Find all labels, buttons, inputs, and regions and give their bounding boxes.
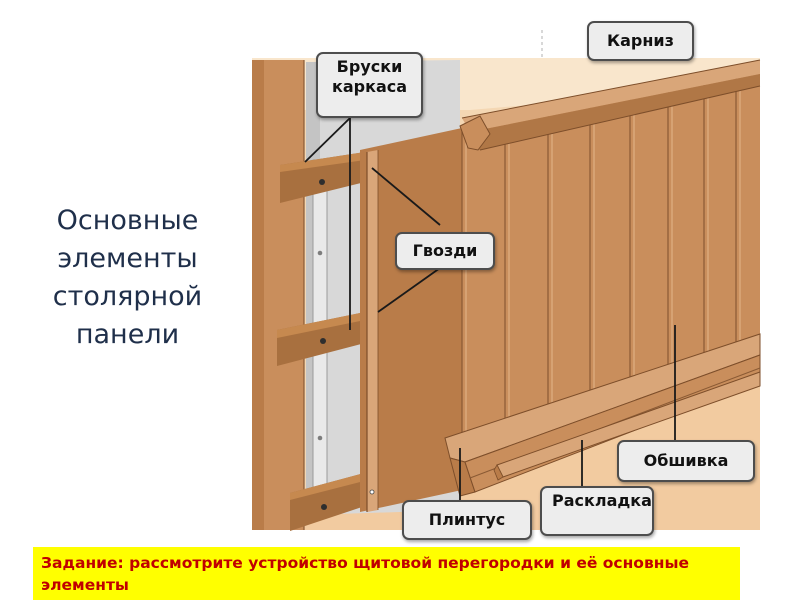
leader-lines [304,117,676,503]
cladding-highlights [465,75,741,489]
label-raskladka: Раскладка [540,486,654,536]
nail-head [369,489,375,495]
cladding-edge-highlight [367,150,378,512]
frame-bar-top [280,152,365,203]
label-bruski: Бруски каркаса [316,52,423,118]
layout-strip [493,371,761,481]
frame-bar-bottom [290,472,368,531]
label-obshivka: Обшивка [617,440,755,482]
label-karniz: Карниз [587,21,694,61]
label-gvozdi: Гвозди [395,232,495,270]
task-banner: Задание: рассмотрите устройство щитовой … [33,547,740,600]
cornice [459,59,761,151]
cladding-edge-board [360,128,462,512]
page-title: Основные элементы столярной панели [52,205,203,350]
nail-dot [317,250,323,256]
left-post-edge [252,60,264,530]
frame-bar-middle [277,312,365,366]
nail-dot [317,435,323,441]
left-post [264,60,304,530]
label-plintus: Плинтус [402,500,532,540]
cladding-grooves [461,76,737,490]
